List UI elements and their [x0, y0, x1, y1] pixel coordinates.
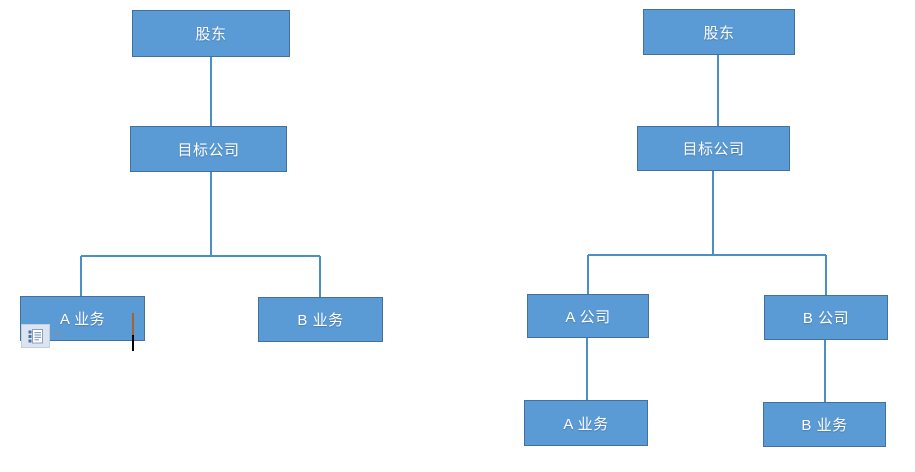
- chevron-down-icon[interactable]: [54, 332, 62, 336]
- text-caret: [132, 313, 134, 351]
- caret-segment-top: [132, 313, 134, 335]
- node-business-b-right[interactable]: B 业务: [763, 402, 886, 447]
- node-label: 股东: [195, 26, 227, 43]
- node-business-b-left[interactable]: B 业务: [258, 297, 383, 342]
- node-company-a-right[interactable]: A 公司: [527, 294, 649, 338]
- node-label: A 业务: [563, 415, 609, 433]
- clipboard-icon: [28, 329, 43, 344]
- node-label: B 业务: [297, 312, 344, 329]
- node-label: B 业务: [801, 417, 848, 434]
- node-label: 股东: [703, 24, 735, 42]
- node-label: 目标公司: [682, 141, 745, 158]
- node-label: A 业务: [59, 311, 106, 328]
- caret-segment-bottom: [132, 335, 134, 351]
- paste-options-button[interactable]: [21, 324, 50, 348]
- node-label: B 公司: [802, 310, 850, 327]
- node-target-company-left[interactable]: 目标公司: [130, 126, 287, 172]
- node-shareholder-left[interactable]: 股东: [132, 10, 290, 57]
- node-label: A 公司: [565, 308, 611, 326]
- node-company-b-right[interactable]: B 公司: [764, 295, 888, 340]
- node-target-company-right[interactable]: 目标公司: [637, 126, 790, 171]
- node-shareholder-right[interactable]: 股东: [643, 9, 795, 55]
- node-business-a-right[interactable]: A 业务: [524, 400, 648, 446]
- node-label: 目标公司: [177, 141, 240, 159]
